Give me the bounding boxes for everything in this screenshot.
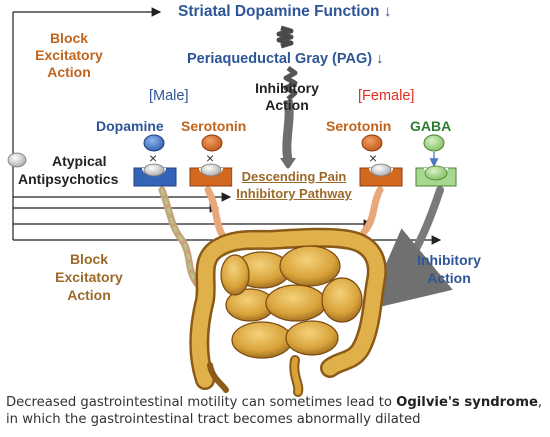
label-serotonin-female: Serotonin xyxy=(326,118,392,134)
label-serotonin-male: Serotonin xyxy=(181,118,247,134)
caption-line-2: in which the gastrointestinal tract beco… xyxy=(6,412,421,427)
antipsychotics-line-1: Atypical xyxy=(52,153,107,169)
down-arrow-icon xyxy=(282,99,294,161)
inhibitory-action-right: Inhibitory Action xyxy=(404,251,494,287)
intestine-illustration xyxy=(189,227,387,397)
inhibitory-action-mid: Inhibitory Action xyxy=(242,80,332,114)
label-pathway: Descending Pain Inhibitory Pathway xyxy=(232,168,356,202)
label-male: [Male] xyxy=(149,88,189,104)
receptor-icon xyxy=(133,134,177,187)
block-bottom-line-2: Excitatory xyxy=(55,269,123,285)
label-female: [Female] xyxy=(358,88,415,104)
block-top-line-2: Excitatory xyxy=(35,47,103,63)
block-bottom-line-1: Block xyxy=(69,251,109,267)
label-dopamine: Dopamine xyxy=(96,118,164,134)
block-excitatory-top: Block Excitatory Action xyxy=(24,30,114,81)
block-excitatory-bottom: Block Excitatory Action xyxy=(44,250,134,304)
block-top-line-1: Block xyxy=(49,30,89,46)
inhibitory-mid-line-1: Inhibitory xyxy=(255,80,319,96)
x-mark-dopamine: × xyxy=(149,150,158,166)
inhibitory-right-line-1: Inhibitory xyxy=(417,252,481,268)
label-gaba: GABA xyxy=(410,118,452,134)
block-bottom-line-3: Action xyxy=(67,287,111,303)
receptor-icon xyxy=(359,134,403,187)
inhibitory-right-line-2: Action xyxy=(427,270,471,286)
label-pag: Periaqueductal Gray (PAG) ↓ xyxy=(187,51,384,67)
antipsychotics-line-2: Antipsychotics xyxy=(18,171,119,187)
caption-line-1: Decreased gastrointestinal motility can … xyxy=(6,395,542,410)
block-top-line-3: Action xyxy=(47,64,91,80)
caption-line-1-end: , xyxy=(537,395,543,410)
pathway-line-1: Descending Pain xyxy=(241,169,347,184)
nerve-fibers xyxy=(158,186,453,311)
antipsychotic-ball-icon xyxy=(7,152,27,168)
down-arrow-icon xyxy=(280,158,296,170)
caption-line-1-text: Decreased gastrointestinal motility can … xyxy=(6,395,397,410)
title-striatal: Striatal Dopamine Function ↓ xyxy=(178,3,392,20)
inhibitory-mid-line-2: Action xyxy=(265,97,309,113)
x-mark-serotonin-male: × xyxy=(206,150,215,166)
x-mark-serotonin-female: × xyxy=(369,150,378,166)
caption-bold-term: Ogilvie's syndrome xyxy=(396,395,538,410)
zigzag-arrow-icon xyxy=(276,25,294,49)
zigzag-arrow-icon xyxy=(283,65,298,101)
pathway-line-2: Inhibitory Pathway xyxy=(236,186,352,201)
label-antipsychotics: Atypical Antipsychotics xyxy=(18,152,118,188)
receptor-icon xyxy=(415,134,457,187)
